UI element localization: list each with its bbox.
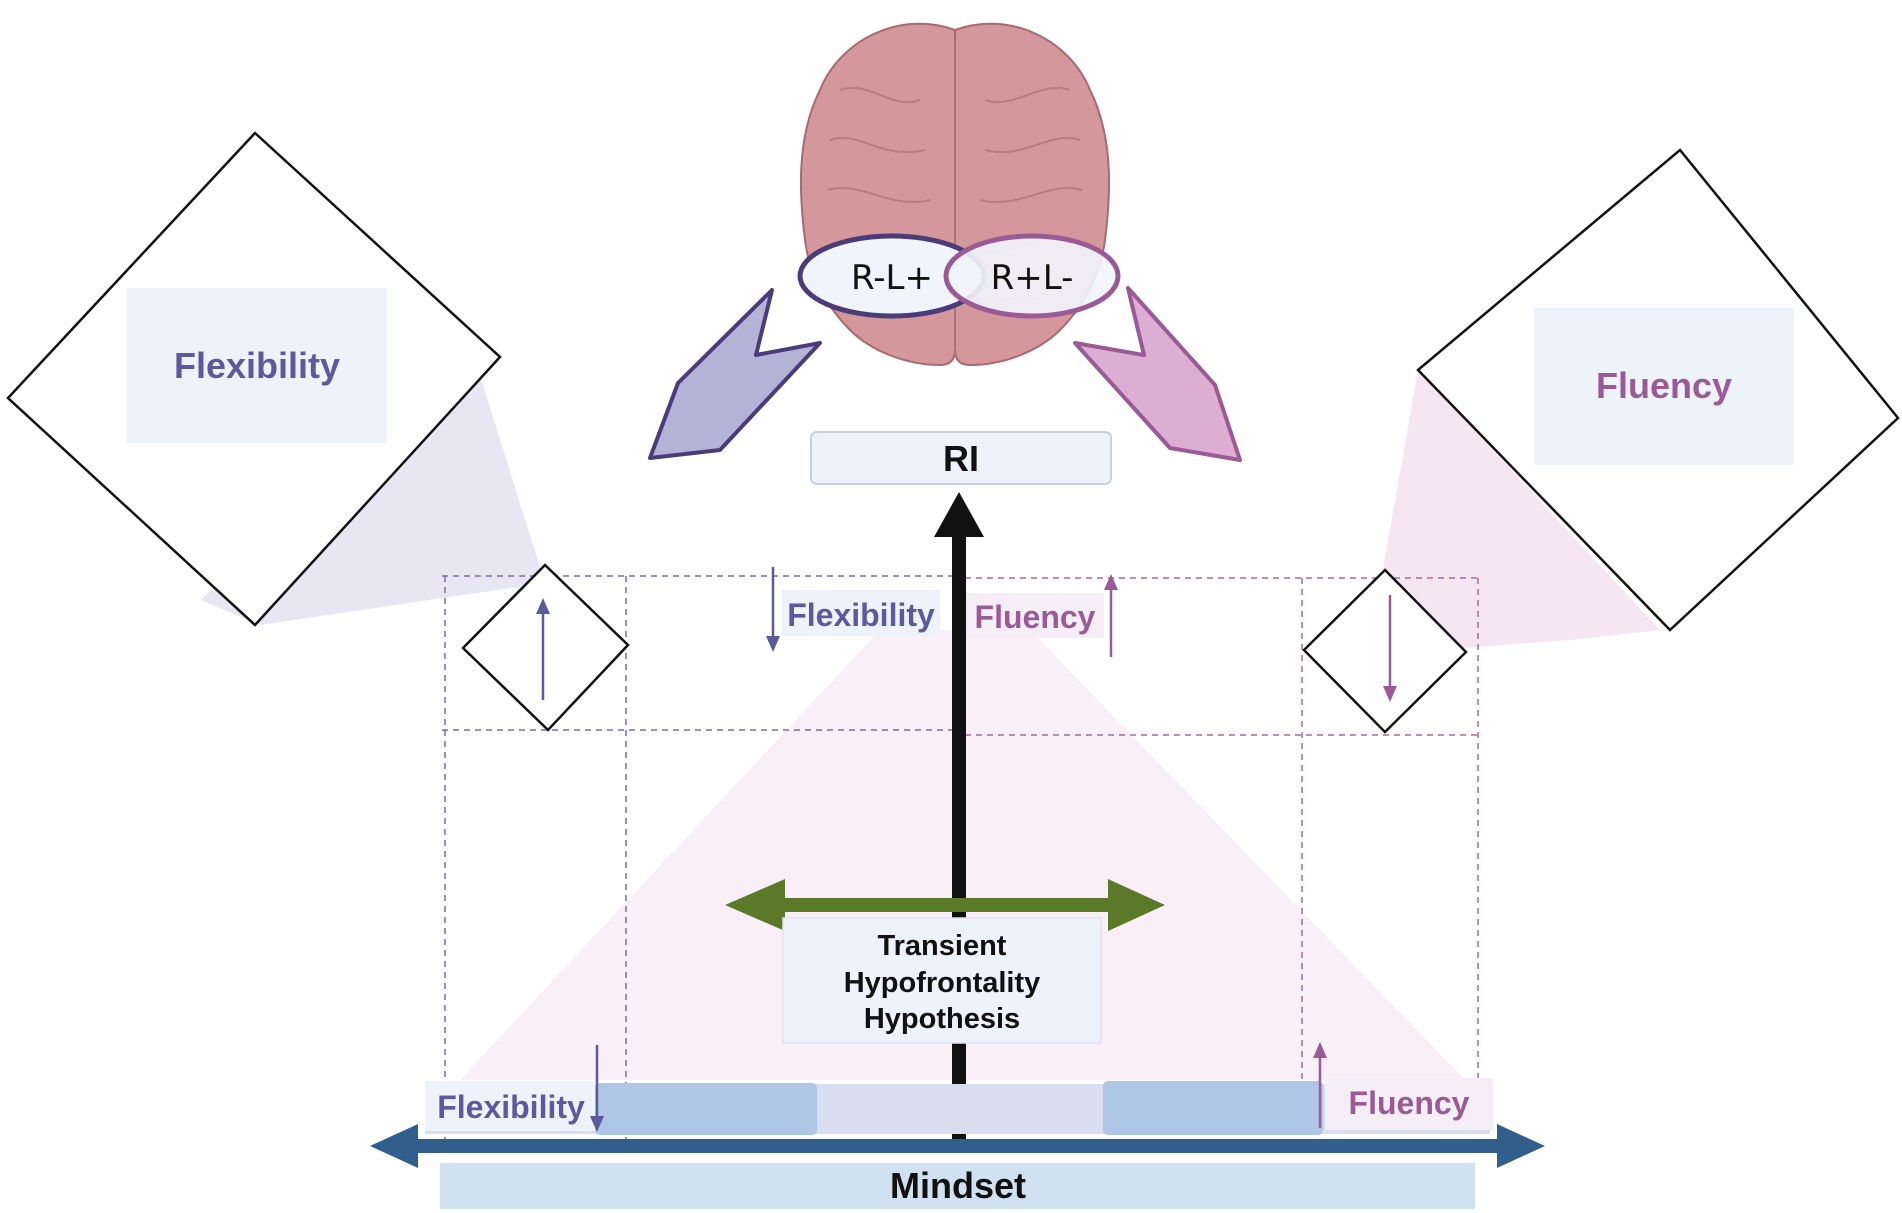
right-small-down-arrowhead	[1383, 686, 1397, 702]
vertical-arrowhead	[934, 492, 984, 537]
bottom-band-left-block	[595, 1083, 817, 1135]
left-small-up-arrowhead	[536, 598, 550, 614]
upper-flexibility-down-arrowhead	[766, 636, 780, 652]
hypothesis-line-3: Hypothesis	[864, 1003, 1020, 1035]
green-arrowhead-right	[1108, 879, 1165, 931]
green-arrow-shaft	[780, 898, 1120, 912]
mindset-bar	[440, 1163, 1475, 1209]
bottom-fluency-label: Fluency	[1349, 1085, 1470, 1121]
upper-fluency-label-bg	[966, 593, 1104, 638]
right-oval-label: R+L-	[991, 258, 1074, 298]
left-box-label-bg	[127, 288, 387, 443]
green-arrowhead-left	[725, 879, 785, 931]
hypothesis-line-2: Hypofrontality	[844, 967, 1041, 999]
upper-flexibility-label-bg	[782, 590, 940, 636]
bottom-flexibility-label: Flexibility	[437, 1089, 585, 1125]
right-chevron-arrow	[1073, 286, 1242, 462]
left-box-label: Flexibility	[174, 345, 340, 386]
bottom-flexibility-label-bg	[425, 1081, 595, 1131]
vertical-arrow-shaft	[952, 535, 966, 1140]
bottom-flexibility-down-arrowhead	[590, 1116, 604, 1132]
right-small-diamond	[1302, 568, 1468, 734]
bottom-fluency-up-arrowhead	[1313, 1042, 1327, 1058]
left-chevron-arrow	[648, 288, 822, 460]
mindset-label: Mindset	[890, 1165, 1026, 1206]
mindset-arrowhead-right	[1497, 1124, 1545, 1168]
hypothesis-line-1: Transient	[878, 930, 1007, 962]
right-zoom-wedge	[1368, 370, 1660, 655]
left-oval-label: R-L+	[851, 258, 933, 298]
hypothesis-box	[782, 917, 1102, 1044]
upper-fluency-label: Fluency	[975, 599, 1096, 635]
ri-box	[810, 431, 1112, 485]
right-box-label: Fluency	[1596, 365, 1732, 406]
left-small-diamond	[461, 563, 630, 732]
left-dashed-grid	[442, 575, 965, 1140]
mindset-arrowhead-left	[370, 1124, 418, 1168]
upper-fluency-up-arrowhead	[1104, 574, 1118, 590]
bottom-band-right-block	[1103, 1081, 1323, 1135]
mindset-arrow-shaft	[410, 1139, 1505, 1153]
ri-label: RI	[943, 438, 979, 479]
right-dashed-grid	[965, 577, 1479, 1140]
right-oval	[943, 233, 1121, 319]
upper-flexibility-label: Flexibility	[787, 597, 935, 633]
right-box-label-bg	[1534, 308, 1794, 465]
bottom-fluency-label-bg	[1325, 1078, 1493, 1130]
